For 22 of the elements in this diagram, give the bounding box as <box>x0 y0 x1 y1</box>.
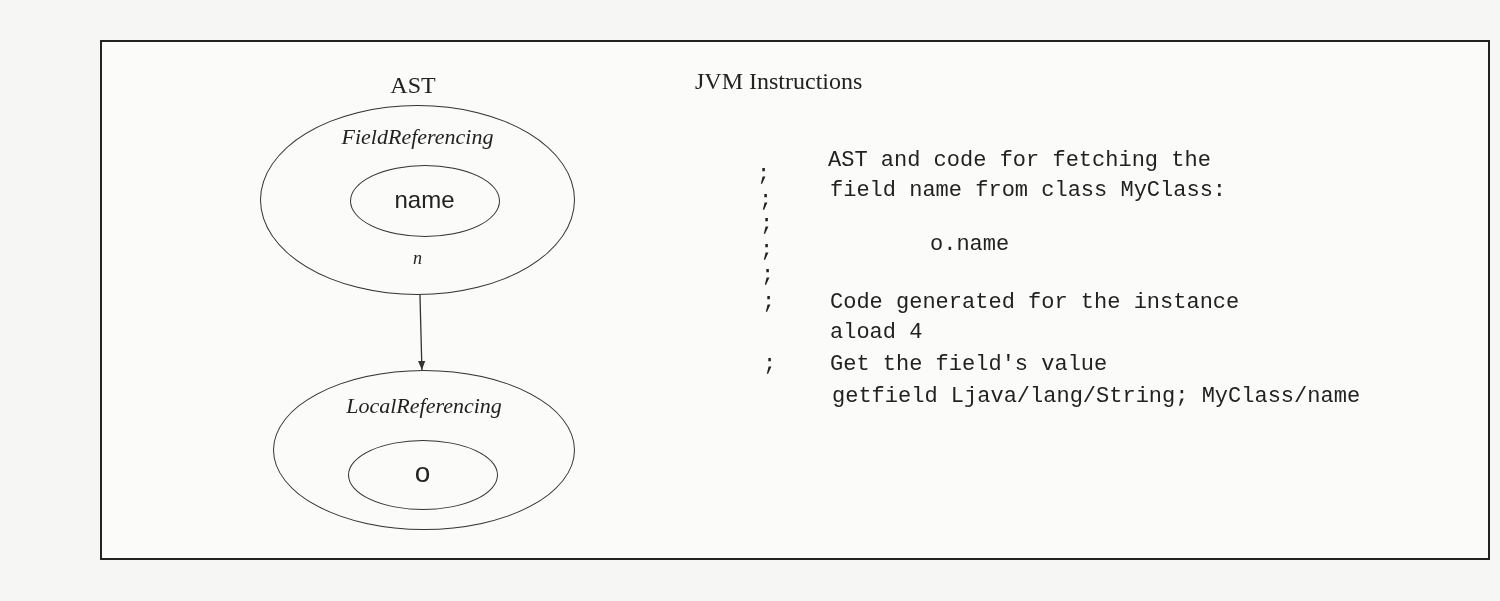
code-text: ; <box>763 352 777 377</box>
code-text: field name from class MyClass: <box>830 178 1227 203</box>
node-label: n <box>412 248 423 269</box>
code-text: Get the field's value <box>830 352 1108 377</box>
code-text: AST and code for fetching the <box>828 148 1211 173</box>
code-text: Code generated for the instance <box>830 290 1240 315</box>
code-text: aload 4 <box>830 320 923 345</box>
code-text: ; <box>760 238 774 263</box>
code-text: ; <box>757 162 771 187</box>
code-text: getfield Ljava/lang/String; MyClass/name <box>832 384 1361 409</box>
arrow <box>418 294 426 371</box>
node-value: name <box>393 185 456 214</box>
section-heading: JVM Instructions <box>695 68 863 95</box>
section-heading: AST <box>390 72 436 99</box>
code-text: o.name <box>930 232 1010 257</box>
code-text: ; <box>761 263 775 288</box>
code-text: ; <box>759 188 773 213</box>
node-label: LocalReferencing <box>345 393 503 419</box>
node-value: o <box>413 456 432 489</box>
code-text: ; <box>762 290 776 315</box>
node-label: FieldReferencing <box>340 124 495 150</box>
code-text: ; <box>760 212 774 237</box>
